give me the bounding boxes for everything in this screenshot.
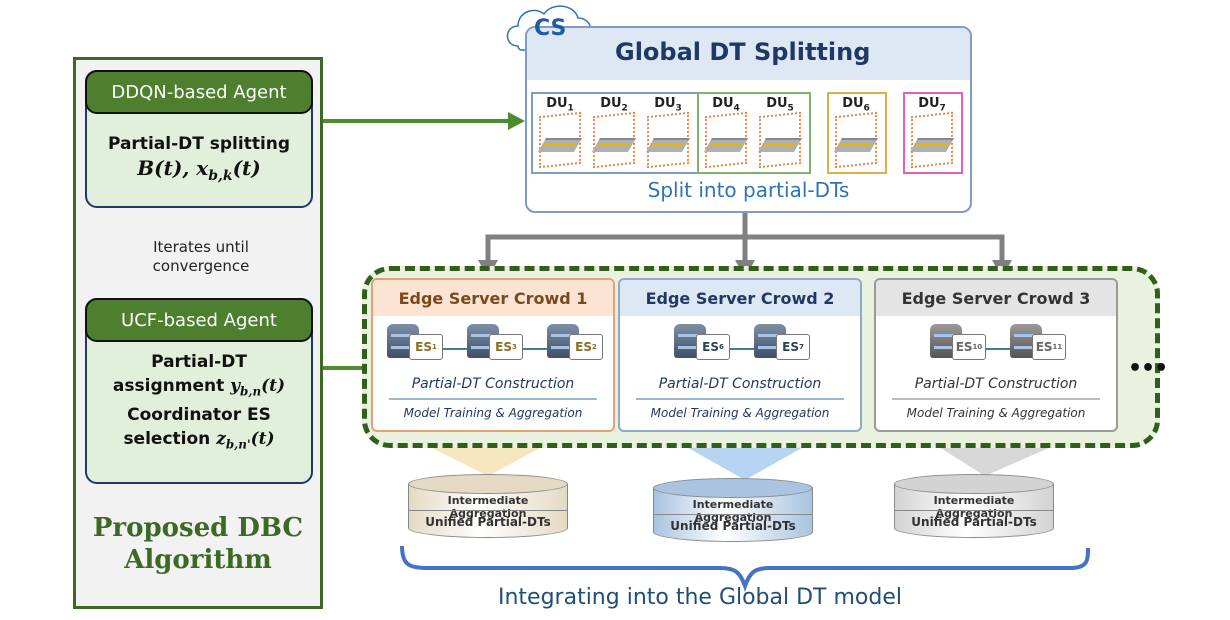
data-unit: DU5: [756, 94, 804, 172]
ucf-selection-variable: zb,n'(t): [216, 429, 275, 452]
crowd-construction-label: Partial-DT Construction: [658, 376, 822, 392]
global-dt-title: Global DT Splitting: [615, 38, 871, 66]
global-dt-header: [527, 28, 970, 80]
ucf-line-2-text: assignment: [112, 376, 225, 396]
store-line-2: Unified Partial-DTs: [911, 515, 1037, 529]
ddqn-agent-box: DDQN-based Agent Partial-DT splitting B(…: [85, 70, 313, 208]
du-group: DU4 DU5: [697, 92, 811, 174]
store-line-2: Unified Partial-DTs: [670, 519, 796, 533]
ucf-agent-header: UCF-based Agent: [85, 298, 313, 342]
crowd-construction-label: Partial-DT Construction: [411, 376, 575, 392]
data-unit: DU1: [536, 94, 584, 172]
integration-brace: [400, 545, 1090, 592]
crowd-training-label: Model Training & Aggregation: [650, 406, 830, 420]
algorithm-title: Proposed DBC Algorithm: [76, 512, 320, 576]
crowd-divider: [636, 398, 844, 400]
crowd-title: Edge Server Crowd 2: [620, 280, 860, 316]
ucf-line-1: Partial-DT: [151, 352, 247, 372]
algorithm-title-line1: Proposed DBC: [92, 513, 304, 543]
ucf-line-4-text: selection: [123, 429, 211, 450]
data-unit: DU6: [832, 94, 880, 172]
crowd-title: Edge Server Crowd 1: [373, 280, 613, 316]
server-link: [523, 348, 547, 350]
crowd-construction-label: Partial-DT Construction: [914, 376, 1078, 392]
global-dt-splitting-box: Global DT Splitting DU1 DU2 DU3 DU4 DU5 DU6 DU…: [525, 26, 972, 213]
store-divider: [408, 510, 568, 511]
cylinder-top: [653, 478, 813, 498]
data-unit: DU4: [702, 94, 750, 172]
du-group: DU7: [903, 92, 963, 174]
dbc-algorithm-panel: DDQN-based Agent Partial-DT splitting B(…: [73, 57, 323, 609]
crowd-divider: [892, 398, 1100, 400]
data-unit-label: DU3: [654, 96, 682, 114]
ddqn-agent-variables: B(t), xb,k(t): [137, 156, 261, 184]
cylinder-top: [894, 474, 1054, 494]
crowd-title: Edge Server Crowd 3: [876, 280, 1116, 316]
server-link: [730, 348, 754, 350]
data-unit-label: DU7: [918, 96, 946, 114]
integration-label: Integrating into the Global DT model: [497, 585, 902, 610]
cylinder-top: [408, 474, 568, 494]
store-divider: [653, 514, 813, 515]
data-unit-label: DU2: [600, 96, 628, 114]
data-unit-label: DU5: [766, 96, 794, 114]
data-unit: DU2: [590, 94, 638, 172]
ddqn-agent-header: DDQN-based Agent: [85, 70, 313, 114]
ddqn-to-global-arrow: [316, 112, 525, 130]
store-line-2: Unified Partial-DTs: [425, 515, 551, 529]
ddqn-agent-task: Partial-DT splitting: [107, 134, 291, 154]
iteration-note: Iterates until convergence: [136, 238, 266, 276]
data-unit-label: DU6: [842, 96, 870, 114]
du-group: DU1 DU2 DU3: [531, 92, 699, 174]
data-unit: DU7: [908, 94, 956, 172]
ucf-line-2: assignment yb,n(t): [87, 374, 311, 403]
du-group: DU6: [827, 92, 887, 174]
store-divider: [894, 510, 1054, 511]
cloud-server-label: CS: [534, 16, 567, 41]
data-unit-label: DU4: [712, 96, 740, 114]
ucf-agent-box: UCF-based Agent Partial-DT assignment yb…: [85, 298, 313, 484]
server-link: [443, 348, 467, 350]
iteration-note-line2: convergence: [152, 257, 250, 275]
server-link: [986, 348, 1010, 350]
ucf-line-4: selection zb,n'(t): [87, 427, 311, 456]
ucf-assignment-variable: yb,n(t): [230, 376, 286, 399]
crowd-training-label: Model Training & Aggregation: [906, 406, 1086, 420]
crowd-training-label: Model Training & Aggregation: [403, 406, 583, 420]
split-subtitle: Split into partial-DTs: [647, 178, 850, 202]
data-unit-label: DU1: [546, 96, 574, 114]
iteration-note-line1: Iterates until: [153, 238, 249, 256]
data-unit: DU3: [644, 94, 692, 172]
crowd-divider: [389, 398, 597, 400]
more-crowds-indicator: •••: [1128, 356, 1168, 381]
algorithm-title-line2: Algorithm: [124, 545, 272, 575]
split-arrows: [485, 213, 1005, 268]
ucf-line-3: Coordinator ES: [127, 405, 271, 426]
